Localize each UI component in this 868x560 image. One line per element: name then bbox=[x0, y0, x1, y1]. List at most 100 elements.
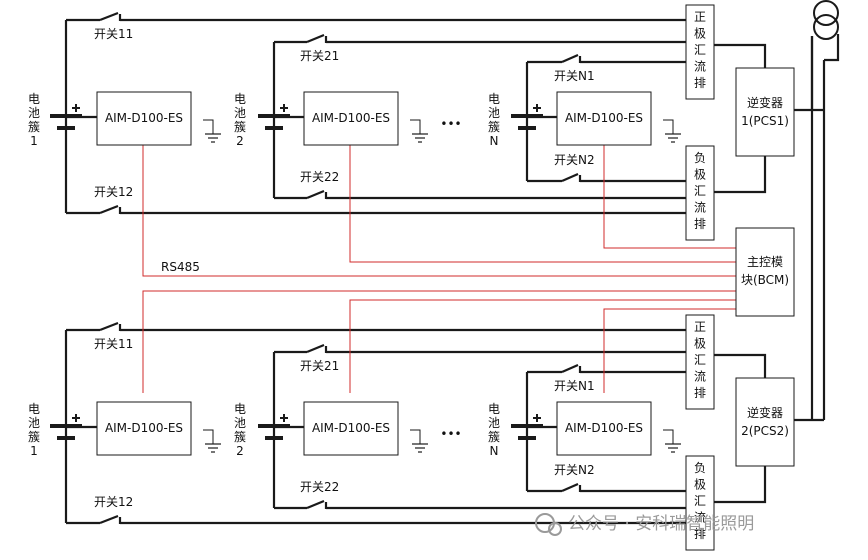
top-cluster1-switch-bottom-lever bbox=[99, 204, 119, 215]
rs485-label: RS485 bbox=[161, 260, 200, 274]
bottom-cluster1-label-char: 池 bbox=[28, 416, 40, 430]
top-neg-bus-label-char: 流 bbox=[694, 201, 706, 215]
bottom-neg-bus-box bbox=[685, 455, 715, 551]
watermark-logo-icon-2 bbox=[548, 522, 562, 536]
bottom-neg-bus-label-char: 极 bbox=[694, 478, 706, 492]
bottom-cluster2-switch-bottom-label: 开关22 bbox=[300, 480, 339, 494]
top-pos-bus-label-char: 排 bbox=[694, 76, 706, 90]
bottom-cluster1-label-char: 1 bbox=[30, 444, 38, 458]
top-cluster2-label-char: 池 bbox=[234, 106, 246, 120]
bottom-pcs-label-2: 2(PCS2) bbox=[741, 424, 789, 438]
bottom-neg-bus-label-char: 负 bbox=[694, 461, 706, 475]
top-cluster1-switch-bottom-label: 开关12 bbox=[94, 185, 133, 199]
top-cluster1-label-char: 电 bbox=[28, 92, 40, 106]
top-neg-bus-label-char: 汇 bbox=[694, 184, 706, 198]
top-cluster3-switch-bottom-lever bbox=[561, 172, 579, 183]
top-neg-bus-box bbox=[685, 145, 715, 241]
bottom-cluster2-aim-box bbox=[303, 401, 399, 456]
bottom-neg-to-pcs bbox=[714, 466, 767, 504]
top-pos-bus-label-char: 极 bbox=[694, 27, 706, 41]
bottom-cluster2-aim-label: AIM-D100-ES bbox=[312, 421, 390, 435]
bottom-cluster1-ground-lead bbox=[203, 429, 214, 444]
bottom-cluster2-switch-top-lever bbox=[306, 343, 325, 354]
top-cluster1-switch-top-lever bbox=[99, 11, 119, 22]
bottom-cluster1-aim-box bbox=[96, 401, 192, 456]
bottom-cluster2-label-char: 簇 bbox=[234, 429, 246, 444]
top-cluster3-label-char: N bbox=[490, 134, 499, 148]
transformer-icon bbox=[813, 0, 839, 40]
top-neg-bus-label-char: 排 bbox=[694, 217, 706, 231]
bottom-pos-bus-label-char: 排 bbox=[694, 386, 706, 400]
rs485-bottom-c2 bbox=[349, 299, 736, 393]
bottom-cluster1-label-char: 簇 bbox=[28, 429, 40, 444]
top-pos-bus-label-char: 正 bbox=[694, 10, 706, 24]
bottom-cluster2-ground-lead bbox=[410, 429, 421, 444]
transformer-coil-top bbox=[813, 0, 839, 26]
bottom-cluster3-switch-top-lever bbox=[561, 363, 579, 374]
top-cluster1-aim-label: AIM-D100-ES bbox=[105, 111, 183, 125]
top-cluster1-label-char: 1 bbox=[30, 134, 38, 148]
bottom-cluster1-switch-bottom-lever bbox=[99, 514, 119, 525]
top-cluster2-label-char: 2 bbox=[236, 134, 244, 148]
top-cluster3-label-char: 簇 bbox=[488, 119, 500, 134]
top-neg-to-pcs bbox=[714, 156, 767, 194]
diagram-texts: AIM-D100-ES电池簇1开关11开关12AIM-D100-ES电池簇2开关… bbox=[28, 10, 789, 541]
bottom-ellipsis: ••• bbox=[440, 427, 461, 441]
bottom-neg-bus-label-char: 汇 bbox=[694, 494, 706, 508]
bottom-cluster3-label-char: 簇 bbox=[488, 429, 500, 444]
bottom-cluster2-label-char: 2 bbox=[236, 444, 244, 458]
top-neg-bus-label-char: 极 bbox=[694, 168, 706, 182]
top-cluster2-label-char: 电 bbox=[234, 92, 246, 106]
top-ellipsis: ••• bbox=[440, 117, 461, 131]
bottom-cluster2-label-char: 电 bbox=[234, 402, 246, 416]
top-cluster2-aim-label: AIM-D100-ES bbox=[312, 111, 390, 125]
top-pcs-label-1: 逆变器 bbox=[747, 95, 783, 110]
top-neg-bus-label-char: 负 bbox=[694, 151, 706, 165]
battery-symbols bbox=[50, 104, 543, 440]
bottom-cluster1-label-char: 电 bbox=[28, 402, 40, 416]
bottom-cluster3-ground-lead bbox=[663, 429, 674, 444]
bottom-pos-bus-label-char: 汇 bbox=[694, 353, 706, 367]
bcm-label-2: 块(BCM) bbox=[741, 273, 789, 287]
bottom-pos-bus-box bbox=[685, 314, 715, 410]
rs485-signal-lines bbox=[142, 145, 736, 393]
top-cluster3-aim-box bbox=[556, 91, 652, 146]
rs485-bottom-c1 bbox=[142, 290, 736, 393]
bottom-cluster3-switch-top-label: 开关N1 bbox=[554, 379, 595, 393]
bottom-cluster2-label-char: 池 bbox=[234, 416, 246, 430]
transformer-coil-bottom bbox=[813, 14, 839, 40]
bottom-cluster1-switch-top-lever bbox=[99, 321, 119, 332]
bottom-neg-bus-label-char: 排 bbox=[694, 527, 706, 541]
component-boxes bbox=[96, 4, 795, 551]
transformer-lead-right bbox=[824, 34, 840, 62]
rs485-bottom-cN bbox=[603, 308, 736, 393]
bottom-cluster3-switch-bottom-lever bbox=[561, 482, 579, 493]
bottom-pcs-box bbox=[735, 377, 795, 467]
top-pcs-box bbox=[735, 67, 795, 157]
top-cluster2-switch-bottom-label: 开关22 bbox=[300, 170, 339, 184]
top-cluster3-label-char: 池 bbox=[488, 106, 500, 120]
top-cluster3-switch-top-label: 开关N1 bbox=[554, 69, 595, 83]
bottom-pcs-label-1: 逆变器 bbox=[747, 405, 783, 420]
top-cluster2-ground-lead bbox=[410, 119, 421, 134]
top-cluster1-switch-top-label: 开关11 bbox=[94, 27, 133, 41]
bottom-cluster3-label-char: 池 bbox=[488, 416, 500, 430]
rs485-top-c2 bbox=[349, 145, 736, 263]
top-cluster1-label-char: 池 bbox=[28, 106, 40, 120]
top-pos-bus-label-char: 汇 bbox=[694, 43, 706, 57]
watermark-text: 公众号 · 安科瑞智能照明 bbox=[568, 514, 754, 534]
rs485-top-c1 bbox=[142, 145, 736, 277]
rs485-top-cN bbox=[603, 145, 736, 249]
top-cluster1-ground-lead bbox=[203, 119, 214, 134]
top-pos-to-pcs bbox=[714, 43, 767, 68]
top-cluster3-ground-lead bbox=[663, 119, 674, 134]
bottom-pos-to-pcs bbox=[714, 353, 767, 378]
top-cluster3-switch-top-lever bbox=[561, 53, 579, 64]
top-cluster2-switch-top-label: 开关21 bbox=[300, 49, 339, 63]
bcm-label-1: 主控模 bbox=[747, 255, 783, 269]
top-pcs-label-2: 1(PCS1) bbox=[741, 114, 789, 128]
bottom-cluster3-aim-label: AIM-D100-ES bbox=[565, 421, 643, 435]
bottom-pos-bus-label-char: 极 bbox=[694, 337, 706, 351]
